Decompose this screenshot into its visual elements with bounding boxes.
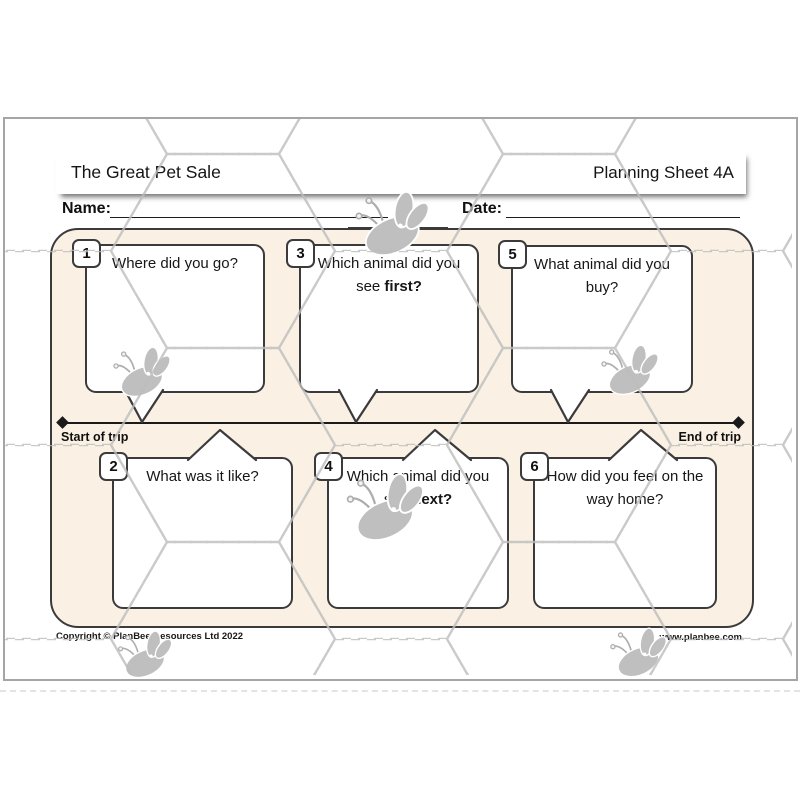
question-6: How did you feel on the way home?	[546, 468, 704, 508]
question-2: What was it like?	[146, 468, 259, 485]
bee-icon	[346, 471, 429, 550]
speech-bubble-6: How did you feel on the way home?	[533, 428, 717, 609]
bubble-number-5: 5	[498, 240, 527, 269]
bee-icon	[117, 629, 176, 684]
bubble-number-2: 2	[99, 452, 128, 481]
timeline-start-label: Start of trip	[61, 430, 129, 444]
worksheet-header: The Great Pet Sale Planning Sheet 4A	[56, 151, 746, 194]
name-label: Name:	[62, 200, 111, 217]
name-line	[110, 217, 388, 218]
bee-icon	[113, 345, 175, 404]
bee-icon	[610, 626, 671, 684]
bee-icon	[355, 189, 434, 264]
bubble-number-3: 3	[286, 239, 315, 268]
frame-bottom-dots	[0, 690, 800, 692]
bubble-tail-up	[186, 428, 258, 462]
speech-bubble-3: Which animal did you see first?	[299, 244, 479, 424]
bee-icon	[601, 343, 663, 402]
bubble-tail-up	[401, 428, 473, 462]
sheet-label: Planning Sheet 4A	[593, 162, 734, 182]
bubble-number-1: 1	[72, 239, 101, 268]
bubble-tail-up	[607, 428, 679, 462]
question-1: Where did you go?	[112, 255, 238, 272]
date-line	[506, 217, 740, 218]
speech-bubble-2: What was it like?	[112, 428, 293, 609]
bubble-number-6: 6	[520, 452, 549, 481]
worksheet-title: The Great Pet Sale	[71, 162, 221, 182]
bubble-tail-down	[549, 388, 591, 424]
question-5: What animal did you buy?	[534, 256, 670, 296]
bubble-number-4: 4	[314, 452, 343, 481]
bubble-tail-down	[337, 388, 379, 424]
date-label: Date:	[462, 200, 503, 217]
